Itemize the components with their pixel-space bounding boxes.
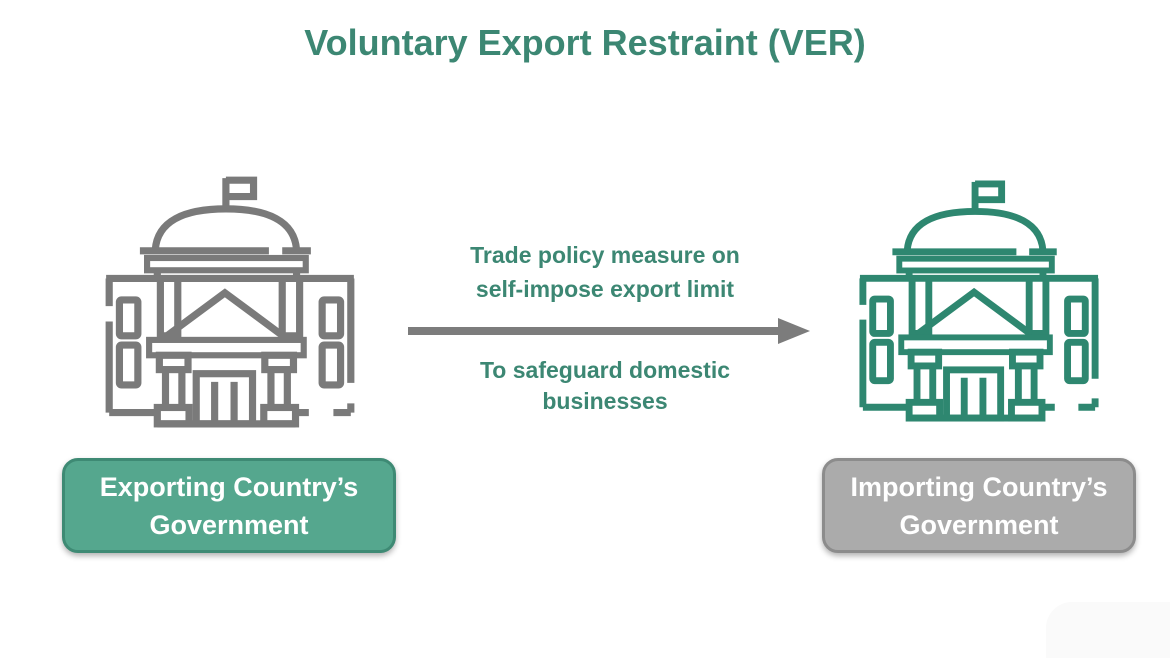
corner-watermark (1046, 602, 1170, 658)
exporting-country-badge: Exporting Country’s Government (62, 458, 396, 553)
government-building-icon (102, 172, 358, 430)
annotation-top-line1: Trade policy measure on (470, 242, 740, 268)
annotation-bottom-line1: To safeguard domestic (479, 357, 731, 383)
annotation-bottom-line2: businesses (542, 388, 668, 414)
arrow-annotation-top: Trade policy measure on self-impose expo… (395, 238, 815, 306)
importing-country-badge-line2: Government (899, 509, 1059, 540)
flow-arrow-icon (408, 318, 810, 344)
exporting-government-building-icon (102, 172, 358, 430)
slide-title: Voluntary Export Restraint (VER) (304, 22, 866, 63)
arrow-annotation-bottom: To safeguard domestic businesses (395, 355, 815, 417)
annotation-top-line2: self-impose export limit (475, 276, 735, 302)
exporting-country-badge-line2: Government (149, 509, 309, 540)
government-building-icon (856, 176, 1102, 424)
exporting-country-badge-line1: Exporting Country’s (99, 471, 359, 502)
importing-country-badge: Importing Country’s Government (822, 458, 1136, 553)
importing-government-building-icon (856, 176, 1102, 424)
importing-country-badge-line1: Importing Country’s (850, 471, 1108, 502)
